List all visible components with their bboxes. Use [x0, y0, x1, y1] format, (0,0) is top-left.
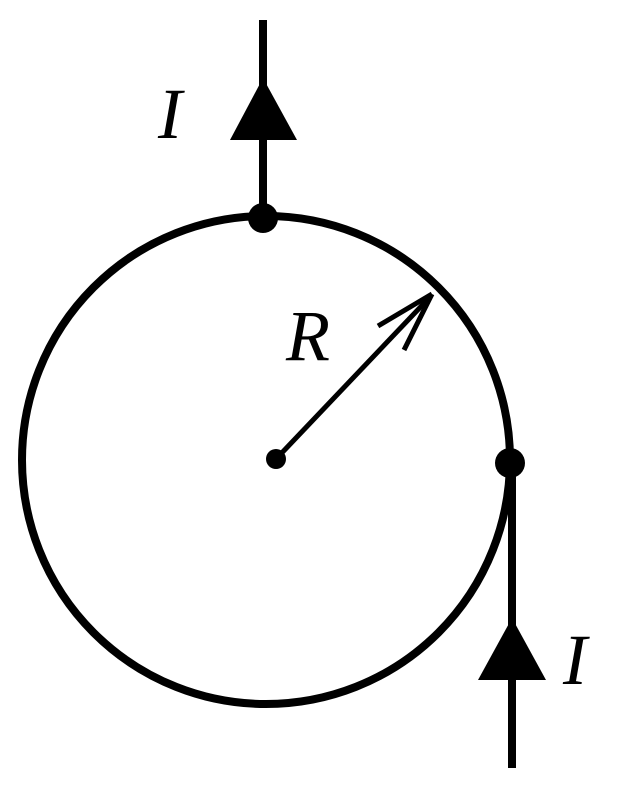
top-current-arrow-icon: [230, 78, 297, 140]
radius-label: R: [285, 296, 330, 376]
radius-arrowhead-icon: [376, 291, 435, 352]
current-label-bottom: I: [562, 620, 590, 700]
current-loop: [18, 212, 514, 708]
current-label-top: I: [157, 74, 185, 154]
top-junction-dot: [248, 203, 278, 233]
bottom-current-arrow-icon: [478, 618, 546, 680]
radius-arrow: [274, 295, 432, 461]
right-junction-dot: [495, 448, 525, 478]
